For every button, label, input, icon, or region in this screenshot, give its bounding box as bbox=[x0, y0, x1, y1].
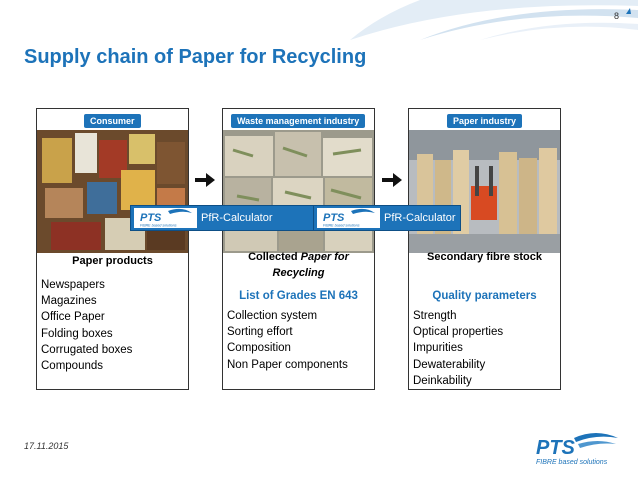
pts-footer-logo-icon: PTS FIBRE based solutions bbox=[536, 433, 618, 466]
list-item: Optical properties bbox=[413, 326, 504, 339]
list-item: Non Paper components bbox=[227, 358, 348, 371]
consumer-heading: Paper products bbox=[72, 255, 153, 267]
svg-text:FIBRE based solutions: FIBRE based solutions bbox=[140, 224, 177, 228]
pfr-calculator-label: PfR-Calculator bbox=[384, 212, 456, 224]
paper-industry-column: Paper industry Secondary fibre stock Qua… bbox=[408, 108, 561, 390]
waste-management-column: Waste management industry Collected Pape… bbox=[222, 108, 375, 390]
pfr-calculator-badge: PTS FIBRE based solutions PfR-Calculator bbox=[130, 205, 322, 231]
pts-logo-icon: PTS FIBRE based solutions bbox=[134, 208, 197, 228]
consumer-products-photo bbox=[37, 130, 188, 253]
arrow-right-icon bbox=[195, 173, 215, 187]
list-item: Magazines bbox=[41, 295, 97, 308]
svg-text:FIBRE based solutions: FIBRE based solutions bbox=[536, 459, 608, 466]
list-item: Compounds bbox=[41, 360, 104, 373]
arrow-right-icon bbox=[382, 173, 402, 187]
list-item: Strength bbox=[413, 310, 457, 322]
svg-text:PTS: PTS bbox=[323, 212, 345, 224]
heading-italic: Paper for Recycling bbox=[272, 251, 349, 279]
pfr-calculator-label: PfR-Calculator bbox=[201, 212, 273, 224]
consumer-items: Newspapers Magazines Office Paper Foldin… bbox=[41, 277, 132, 374]
paper-industry-items: Strength Optical properties Impurities D… bbox=[413, 308, 503, 389]
paper-industry-heading: Secondary fibre stock bbox=[427, 251, 542, 263]
svg-text:PTS: PTS bbox=[140, 212, 162, 224]
pfr-calculator-badge: PTS FIBRE based solutions PfR-Calculator bbox=[313, 205, 461, 231]
waste-management-tag: Waste management industry bbox=[231, 114, 366, 128]
page-number: 8 bbox=[613, 11, 619, 21]
heading-plain: Collected bbox=[248, 251, 301, 263]
consumer-tag: Consumer bbox=[84, 114, 141, 128]
list-item: Folding boxes bbox=[41, 327, 113, 340]
list-item: Newspapers bbox=[41, 279, 105, 291]
list-item: Impurities bbox=[413, 342, 463, 355]
svg-text:FIBRE based solutions: FIBRE based solutions bbox=[323, 224, 360, 228]
waste-management-heading: Collected Paper for Recycling bbox=[223, 249, 374, 281]
list-item: Dewaterability bbox=[413, 358, 486, 371]
waste-management-items: Collection system Sorting effort Composi… bbox=[227, 308, 348, 373]
slide-date: 17.11.2015 bbox=[24, 441, 69, 451]
list-item: Deinkability bbox=[413, 374, 472, 387]
list-item: Sorting effort bbox=[227, 326, 293, 339]
list-item: Collection system bbox=[227, 310, 318, 322]
paper-rolls-warehouse-photo bbox=[409, 130, 560, 253]
header-wave-decoration bbox=[350, 0, 638, 40]
waste-management-subheading: List of Grades EN 643 bbox=[239, 290, 358, 302]
list-item: Corrugated boxes bbox=[41, 343, 133, 356]
paper-industry-tag: Paper industry bbox=[447, 114, 523, 128]
consumer-column: Consumer Paper products Newspapers Magaz… bbox=[36, 108, 189, 390]
paper-industry-subheading: Quality parameters bbox=[432, 290, 537, 302]
list-item: Office Paper bbox=[41, 311, 105, 324]
baled-waste-paper-photo bbox=[223, 130, 374, 253]
svg-text:PTS: PTS bbox=[536, 437, 576, 459]
pts-logo-icon: PTS FIBRE based solutions bbox=[317, 208, 380, 228]
slide-title: Supply chain of Paper for Recycling bbox=[24, 46, 367, 68]
list-item: Composition bbox=[227, 342, 291, 355]
